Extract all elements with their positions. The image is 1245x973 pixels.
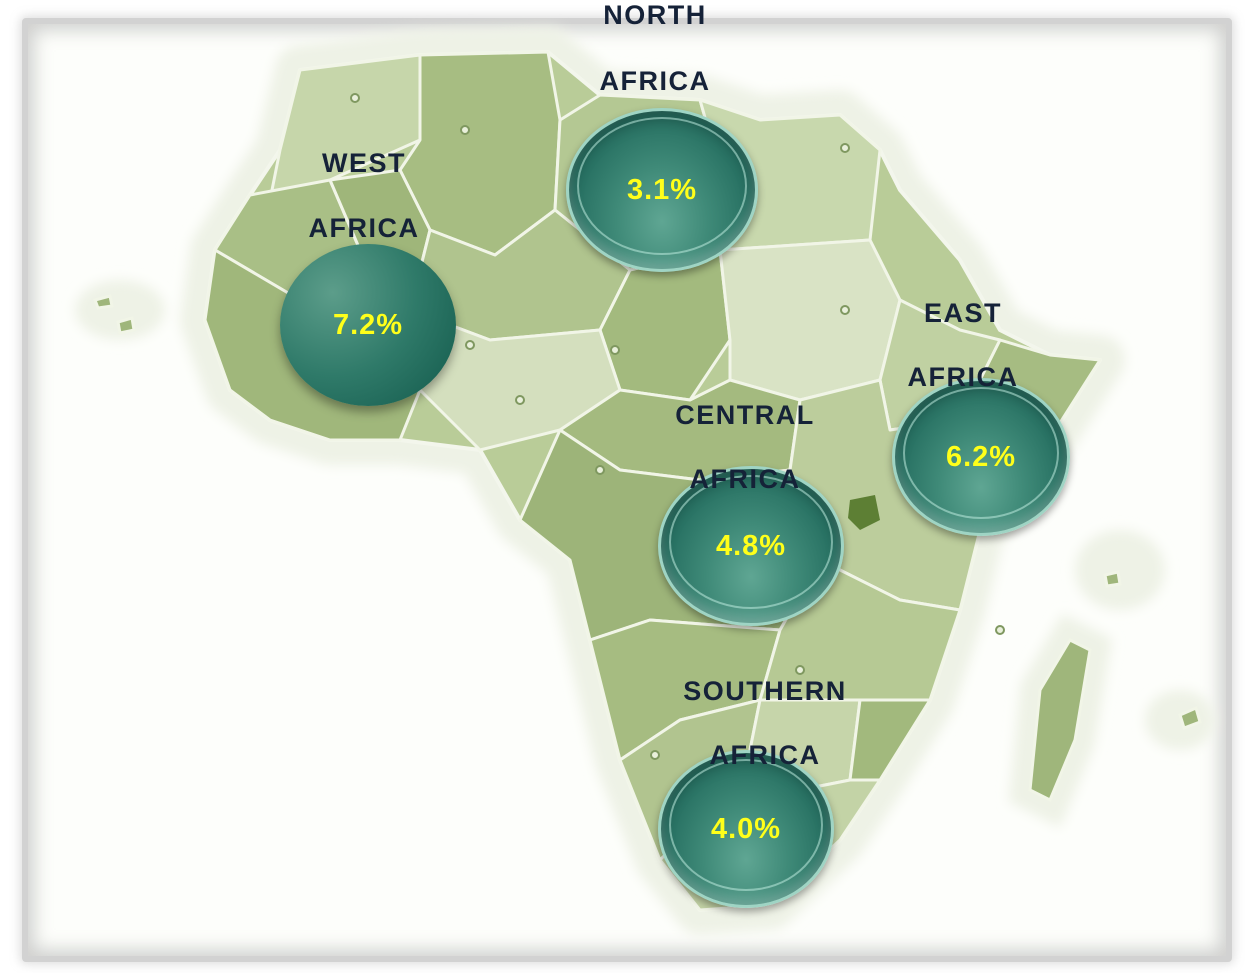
west-africa-label-line1: WEST: [322, 148, 406, 178]
central-africa-bubble: 4.8%: [658, 466, 844, 626]
island-left-2: [116, 316, 136, 335]
north-africa-bubble: 3.1%: [566, 108, 758, 272]
west-africa-bubble: 7.2%: [280, 244, 456, 406]
islands: [93, 294, 1202, 803]
central-africa-value: 4.8%: [715, 529, 787, 562]
north-africa-value: 3.1%: [626, 173, 698, 206]
island-right-2: [1178, 705, 1202, 730]
city-dots: [350, 93, 1005, 760]
central-africa-label-line2: AFRICA: [689, 464, 801, 494]
lake-victoria: [848, 495, 880, 530]
east-africa-label-line1: EAST: [923, 298, 1003, 328]
island-right: [1103, 570, 1122, 588]
madagascar: [1028, 638, 1092, 803]
southern-africa-label-line1: SOUTHERN: [683, 676, 847, 706]
north-africa-label-line2: AFRICA: [599, 66, 711, 96]
east-africa-bubble: 6.2%: [892, 378, 1070, 536]
central-africa-label-line1: CENTRAL: [675, 400, 815, 430]
southern-africa-bubble: 4.0%: [658, 750, 834, 908]
east-africa-label-line2: AFRICA: [907, 362, 1019, 392]
west-africa-value: 7.2%: [332, 308, 404, 341]
southern-africa-label-line2: AFRICA: [709, 740, 821, 770]
west-africa-label-line2: AFRICA: [308, 213, 420, 243]
north-africa-label-line1: NORTH: [603, 0, 707, 30]
southern-africa-value: 4.0%: [710, 812, 782, 845]
island-left: [93, 294, 114, 310]
east-africa-value: 6.2%: [945, 440, 1017, 473]
region-sudan: [718, 238, 902, 402]
